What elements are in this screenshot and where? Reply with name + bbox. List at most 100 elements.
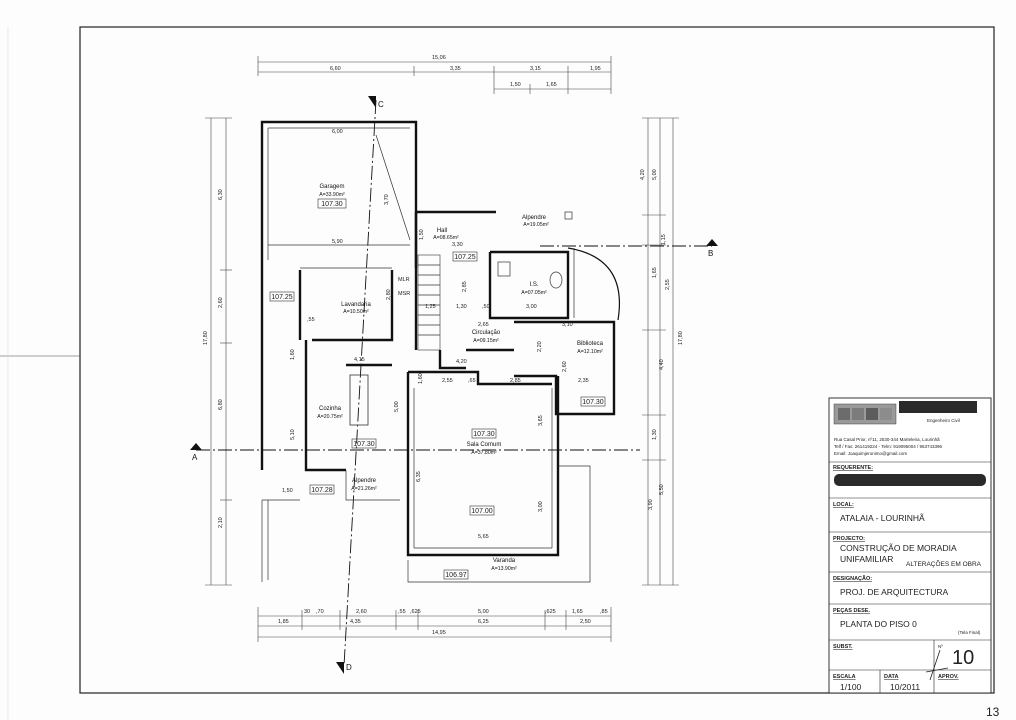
dim-inner-2-65: 2,65 <box>478 322 489 328</box>
dim-top-1-95: 1,95 <box>590 66 601 72</box>
dim-bottom-30: 30 <box>304 609 310 615</box>
dim-top-1-65: 1,65 <box>546 82 557 88</box>
dim-top-1-50: 1,50 <box>510 82 521 88</box>
dim-top-total: 15,06 <box>432 55 446 61</box>
tb-projecto-label: PROJECTO: <box>833 536 865 542</box>
dim-inner-4-15: 4,15 <box>354 357 365 363</box>
redacted-requerente <box>834 474 986 486</box>
dim-inner-5-00: 5,00 <box>394 401 400 412</box>
tb-pecas-label: PEÇAS DESE. <box>833 608 870 614</box>
dim-left-2-10: 2,10 <box>218 517 224 528</box>
tb-pecas-value: PLANTA DO PISO 0 <box>840 619 917 629</box>
dim-right-4-20: 4,20 <box>640 169 646 180</box>
kitchen-counter <box>349 374 369 426</box>
dim-inner-1-30: 1,30 <box>456 304 467 310</box>
dim-inner-2-55: 2,55 <box>442 378 453 384</box>
dim-inner-3-70: 3,70 <box>384 194 390 205</box>
level-hall: 107.25 <box>454 254 476 261</box>
dim-right-4-40: 4,40 <box>659 359 665 370</box>
room-garagem-area: A=33.90m² <box>319 192 345 198</box>
dim-inner-3-10: 3,10 <box>562 322 573 328</box>
top-dimensions: 15,06 6,60 3,35 3,15 1,95 1,50 1,65 <box>257 55 612 94</box>
staircase <box>417 254 441 351</box>
room-lavandaria-name: Lavandaria <box>341 302 371 308</box>
tb-numero-value: 10 <box>952 647 974 669</box>
tb-engineer: Engenheiro Civil <box>927 418 960 423</box>
dim-bottom-625: ,625 <box>410 609 421 615</box>
dim-inner-65: ,65 <box>468 378 476 384</box>
right-dimensions: 5,00 4,20 1,15 1,65 2,55 17,80 4,40 1,30… <box>640 117 684 586</box>
label-msr: MSR <box>398 291 410 297</box>
tb-escala-label: ESCALA <box>833 674 856 680</box>
section-b-marker <box>706 239 718 246</box>
dim-bottom-2-60: 2,60 <box>356 609 367 615</box>
section-label-a: A <box>192 453 198 462</box>
dim-inner-2-80: 2,80 <box>386 289 392 300</box>
level-cozinha: 107.30 <box>353 441 375 448</box>
tb-projecto-note: ALTERAÇÕES EM OBRA <box>906 559 982 568</box>
room-labels: Garagem A=33.90m² 107.30 Hall A=08.65m² … <box>317 184 603 572</box>
dim-left-6-30: 6,30 <box>218 189 224 200</box>
dim-inner-1-25: 1,25 <box>425 304 436 310</box>
toilet <box>549 271 563 289</box>
dim-bottom-total: 14,95 <box>432 630 446 636</box>
dim-inner-6-35: 6,35 <box>416 471 422 482</box>
room-hall-area: A=08.65m² <box>433 235 459 241</box>
dim-right-2-55: 2,55 <box>665 279 671 290</box>
dim-inner-2-85b: 2,85 <box>510 378 521 384</box>
dim-bottom-5-00: 5,00 <box>478 609 489 615</box>
dim-top-6-60: 6,60 <box>330 66 341 72</box>
dim-inner-5-90: 5,90 <box>332 239 343 245</box>
room-is-name: I.S. <box>529 282 538 288</box>
tb-local-label: LOCAL: <box>833 502 854 508</box>
room-alpendre2-area: A=21.26m² <box>351 486 377 492</box>
dim-inner-1-60: 1,60 <box>418 373 424 384</box>
level-markers: 107.25 107.25 107.30 107.30 107.30 107.2… <box>269 251 606 580</box>
tb-requerente-label: REQUERENTE: <box>833 465 873 471</box>
tb-designacao-label: DESIGNAÇÃO: <box>833 575 872 582</box>
room-varanda-name: Varanda <box>493 558 516 564</box>
section-a-marker <box>190 443 202 450</box>
room-sala-area: A=37.80m² <box>471 450 497 456</box>
room-circulacao-area: A=09.15m² <box>473 338 499 344</box>
room-cozinha-name: Cozinha <box>319 406 342 412</box>
dim-inner-55: ,55 <box>307 317 315 323</box>
redacted-name <box>899 401 977 413</box>
tb-tela-final: (Tela Final) <box>958 630 981 635</box>
drawing-frame <box>79 26 995 694</box>
dim-bottom-1-65: 1,65 <box>572 609 583 615</box>
section-axes: C D A B <box>190 96 718 674</box>
dim-bottom-625b: ,625 <box>545 609 556 615</box>
dim-right-5-50: 5,50 <box>659 484 665 495</box>
tb-numero-label: Nº <box>938 644 943 649</box>
tb-projecto-line2: UNIFAMILIAR <box>840 554 893 564</box>
dim-inner-4-20: 4,20 <box>456 359 467 365</box>
dim-bottom-2-50: 2,50 <box>580 619 591 625</box>
tb-designacao-value: PROJ. DE ARQUITECTURA <box>840 587 948 597</box>
dim-bottom-70: ,70 <box>316 609 324 615</box>
dim-bottom-6-25: 6,25 <box>478 619 489 625</box>
dim-inner-1-50b: 1,50 <box>282 488 293 494</box>
room-biblioteca-name: Biblioteca <box>577 341 604 347</box>
column-symbol <box>564 211 573 220</box>
dim-right-1-65: 1,65 <box>652 267 658 278</box>
level-alpendre: 107.28 <box>311 487 333 494</box>
dim-inner-50: ,50 <box>482 304 490 310</box>
dim-left-1-60: 1,60 <box>290 349 296 360</box>
level-varanda: 106.97 <box>445 572 467 579</box>
dim-inner-2-20: 2,20 <box>537 341 543 352</box>
tb-local-value: ATALAIA - LOURINHÃ <box>840 513 925 523</box>
level-sala: 107.30 <box>473 431 495 438</box>
tb-data-label: DATA <box>884 674 898 680</box>
tb-projecto-line1: CONSTRUÇÃO DE MORADIA <box>840 543 957 553</box>
tb-address-2: Telf / Fax: 261419224 - Telm: 919095004 … <box>834 444 942 449</box>
bottom-dimensions: 30 ,70 2,60 ,55 ,625 5,00 ,625 1,65 ,85 … <box>257 607 612 642</box>
building-walls <box>260 120 620 583</box>
left-dimensions: 6,30 2,60 17,80 6,80 2,10 5,10 1,60 <box>203 117 296 586</box>
curved-porch-edge <box>567 247 620 321</box>
tb-subst-label: SUBST. <box>833 644 853 650</box>
room-alpendre1-name: Alpendre <box>522 215 547 221</box>
section-label-d: D <box>346 663 352 672</box>
dim-inner-2-85: 2,85 <box>462 281 468 292</box>
dim-right-1-30: 1,30 <box>652 429 658 440</box>
